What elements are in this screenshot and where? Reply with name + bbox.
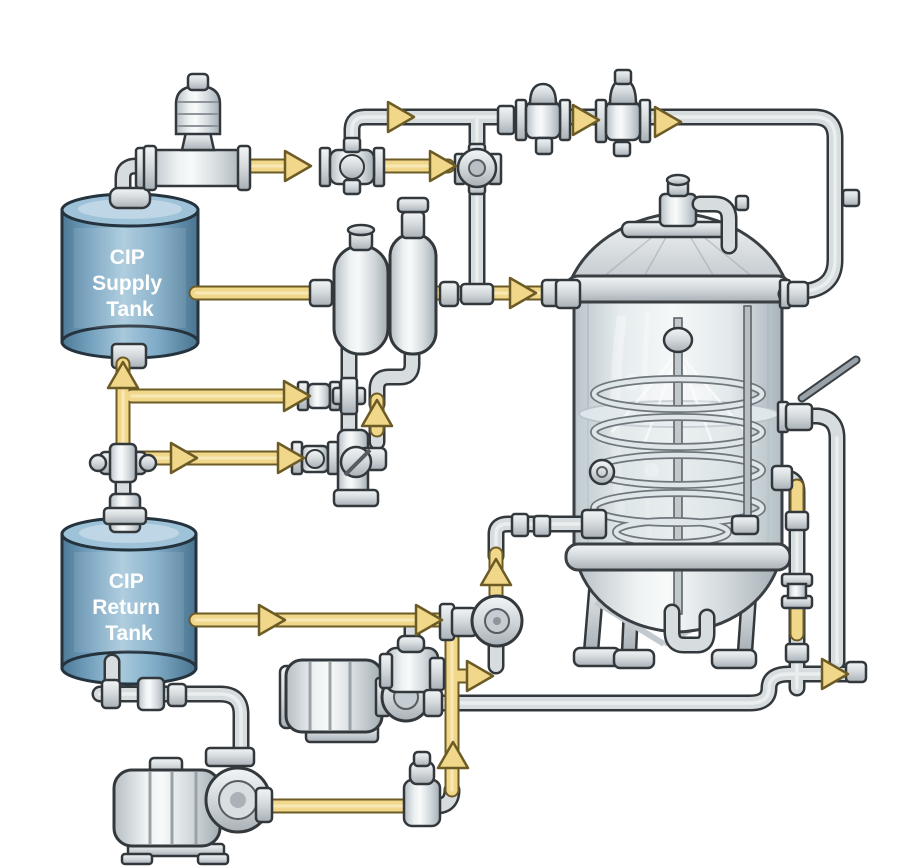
- pipe-coupling: [784, 642, 810, 664]
- flow-arrows: [106, 100, 850, 770]
- bottom-right-valve: [780, 572, 814, 610]
- tank-drain-cross-valve: [88, 442, 158, 484]
- heating-coil: [590, 375, 766, 547]
- level-sensor: [743, 305, 752, 523]
- cross-valve: [453, 142, 503, 196]
- pipe-end-cap: [844, 660, 868, 684]
- flow-arrow-a10: [276, 441, 306, 475]
- flow-arrow-a14: [479, 557, 513, 587]
- cip-supply-tank: CIP Supply Tank: [60, 192, 200, 370]
- cip-return-tank: CIP Return Tank: [60, 516, 198, 686]
- pipe-coupling: [532, 514, 552, 538]
- flow-arrow-a7: [106, 360, 140, 390]
- flow-arrow-a17: [820, 657, 850, 691]
- pipe-coupling: [438, 280, 460, 308]
- side-port: [588, 458, 616, 486]
- pump1-inlet-flange: [204, 746, 256, 768]
- vessel-middle-right-port: [784, 402, 814, 432]
- drain-valve: [136, 676, 166, 712]
- pipe-coupling: [784, 510, 810, 532]
- vessel-inlet-port: [554, 278, 582, 310]
- inline-valve: [318, 136, 386, 196]
- flow-arrow-a2: [386, 100, 416, 134]
- flow-arrow-a9: [169, 441, 199, 475]
- flow-arrow-a15: [465, 659, 495, 693]
- filter-column-2: [388, 196, 438, 356]
- vessel-foot: [710, 648, 758, 670]
- top-nozzle: [658, 192, 698, 228]
- vessel-lower-right-port: [770, 464, 794, 492]
- vessel-upper-right-port: [786, 280, 810, 308]
- centrifugal-pump-2: [278, 634, 446, 744]
- pipe-stub: [841, 188, 861, 208]
- flow-arrow-a6: [508, 276, 538, 310]
- return-tank-label: CIP Return Tank: [92, 570, 166, 645]
- vessel-bottom-band: [564, 542, 792, 572]
- centrifugal-pump-1: [112, 746, 274, 866]
- flow-arrow-a16: [436, 740, 470, 770]
- pipe-tee: [459, 282, 495, 306]
- flow-arrow-a4: [653, 105, 683, 139]
- pump1-motor: [112, 768, 222, 848]
- cross-fitting-1: [331, 376, 367, 416]
- tank-top-cap: [108, 186, 152, 210]
- pump1-discharge-valve: [402, 750, 442, 828]
- supply-tank-label: CIP Supply Tank: [92, 246, 168, 321]
- process-vessel: [564, 173, 792, 670]
- flow-arrow-a1: [283, 149, 313, 183]
- flow-arrow-a8: [282, 379, 312, 413]
- pump2-motor: [284, 658, 384, 734]
- vessel-foot: [612, 648, 656, 670]
- flow-arrow-a3: [571, 103, 601, 137]
- actuated-valve: [108, 72, 252, 210]
- flow-arrow-a11: [360, 398, 394, 428]
- spray-ball: [662, 326, 694, 354]
- valve-body: [146, 148, 248, 188]
- pipe-coupling: [496, 104, 516, 136]
- pipe-coupling: [510, 512, 530, 538]
- top-manifold-valve-2: [594, 68, 652, 158]
- flow-arrow-a5: [428, 149, 458, 183]
- filter-column-1: [332, 223, 390, 356]
- vessel-lowerleft-port: [580, 508, 608, 540]
- vessel-top-rim: [564, 274, 792, 304]
- drain-valve-manifold: [332, 428, 388, 508]
- top-manifold-valve-1: [514, 82, 572, 156]
- flow-arrow-a13: [414, 603, 444, 637]
- return-line-valve: [470, 594, 524, 648]
- pipe-coupling: [308, 278, 334, 308]
- flow-arrow-a12: [257, 603, 287, 637]
